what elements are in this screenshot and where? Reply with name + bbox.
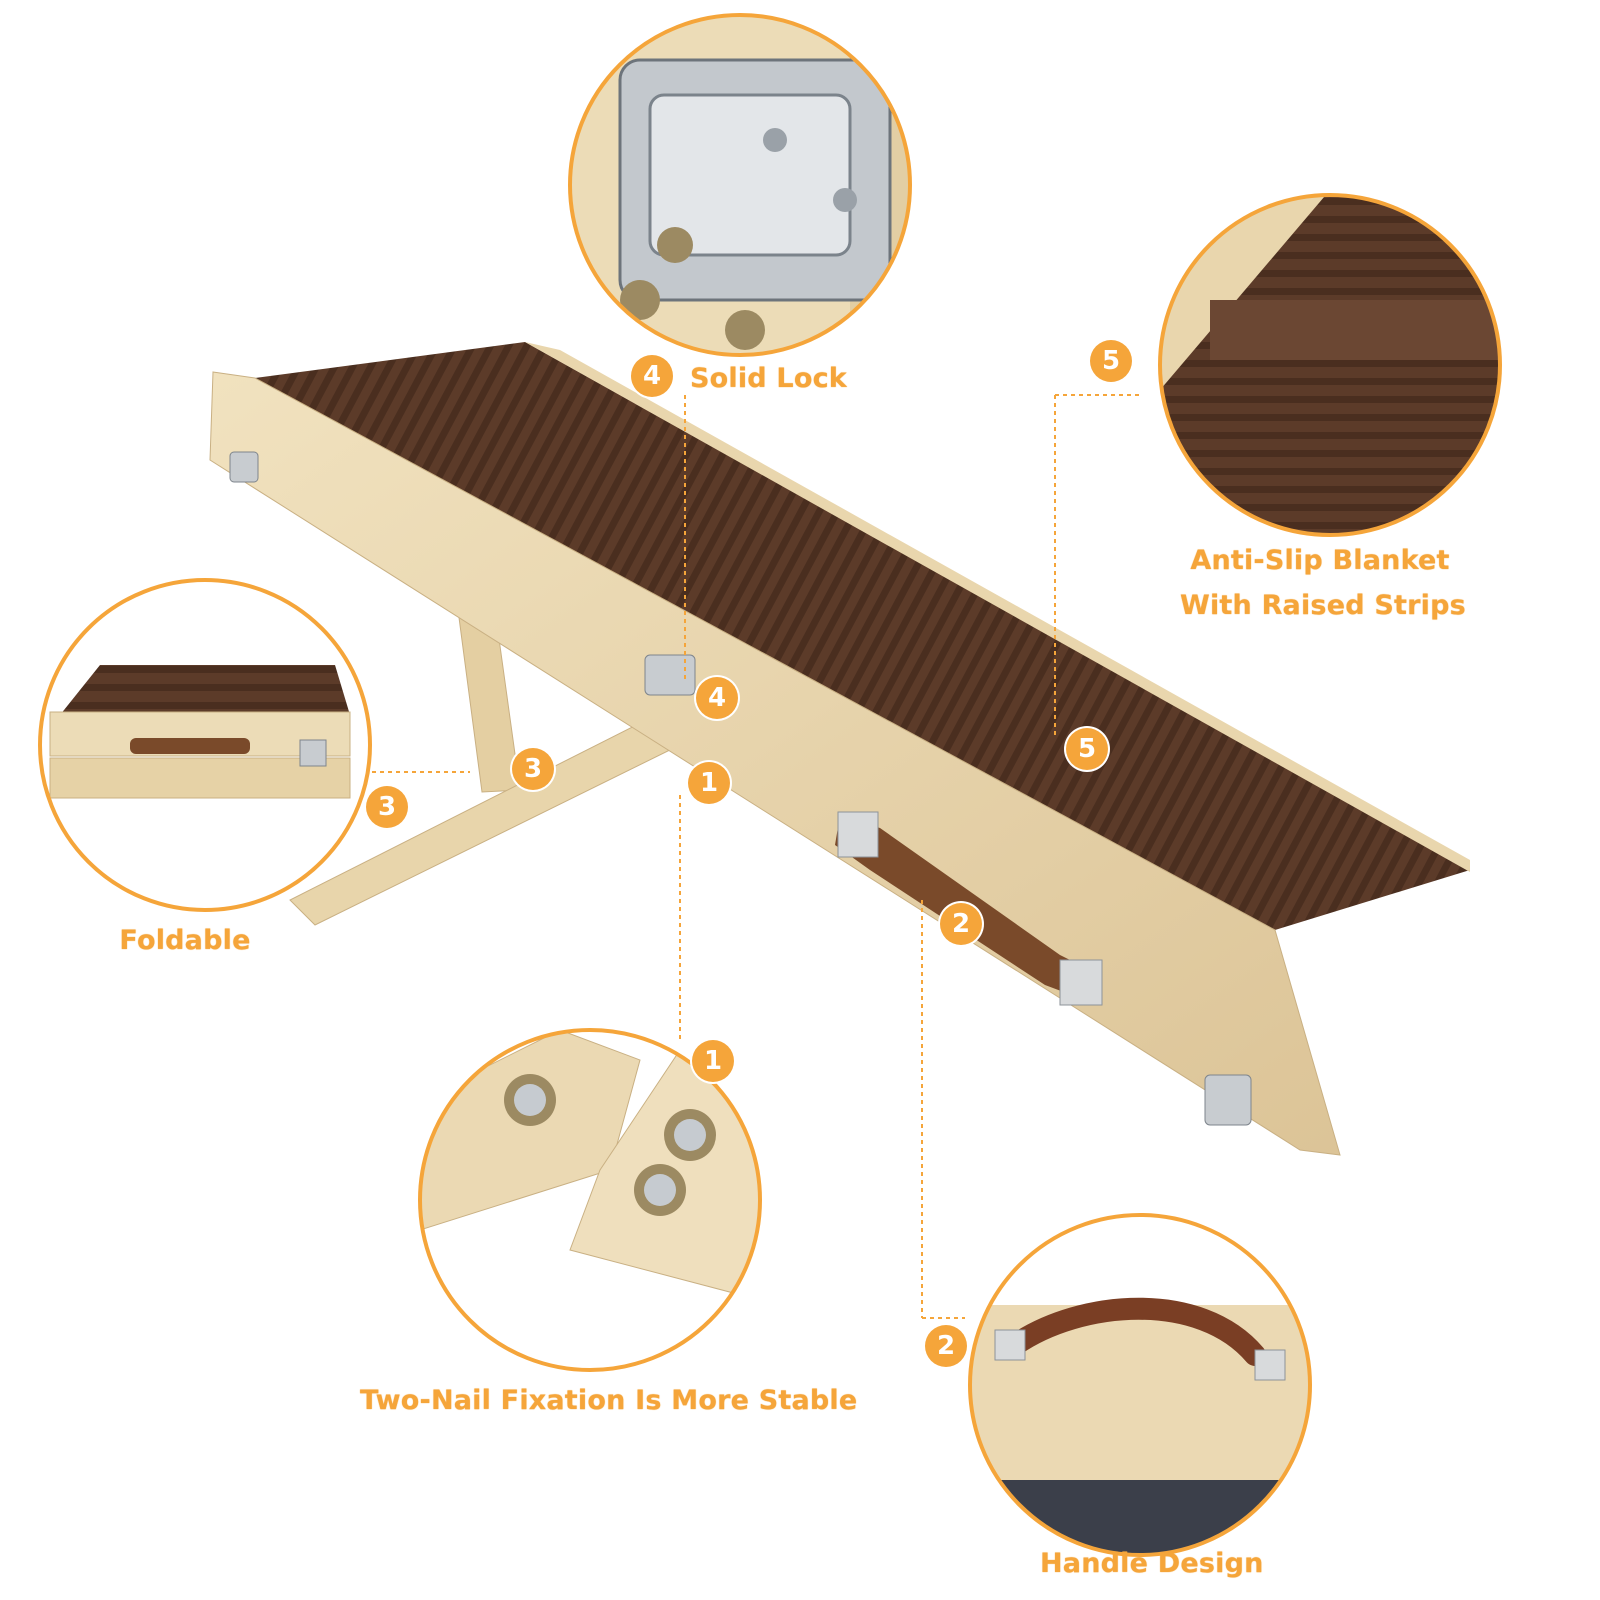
badge-3-circle: 3 — [366, 786, 408, 828]
leader-lines — [372, 394, 1140, 1319]
label-handle-design: Handle Design — [1040, 1548, 1264, 1579]
handle-closeup — [968, 1213, 1312, 1557]
badge-5-top: 5 — [1090, 340, 1132, 382]
label-anti-slip-line1: Anti-Slip Blanket — [1190, 545, 1450, 576]
label-anti-slip-line2: With Raised Strips — [1180, 590, 1466, 621]
badge-4-top: 4 — [631, 355, 673, 397]
label-two-nail: Two-Nail Fixation Is More Stable — [360, 1385, 858, 1416]
lock-closeup — [568, 13, 912, 357]
pet-ramp — [209, 342, 1470, 1156]
nail-closeup — [418, 1028, 762, 1372]
badge-5-ramp: 5 — [1066, 728, 1108, 770]
strips-closeup — [1158, 193, 1502, 537]
badge-4-ramp: 4 — [696, 677, 738, 719]
badge-2-circle: 2 — [925, 1325, 967, 1367]
badge-1-ramp: 1 — [688, 762, 730, 804]
fold-closeup — [38, 578, 372, 912]
badge-1-circle: 1 — [692, 1040, 734, 1082]
label-solid-lock: Solid Lock — [690, 363, 847, 394]
label-foldable: Foldable — [119, 925, 251, 956]
badge-3-ramp: 3 — [512, 748, 554, 790]
badge-2-ramp: 2 — [940, 903, 982, 945]
